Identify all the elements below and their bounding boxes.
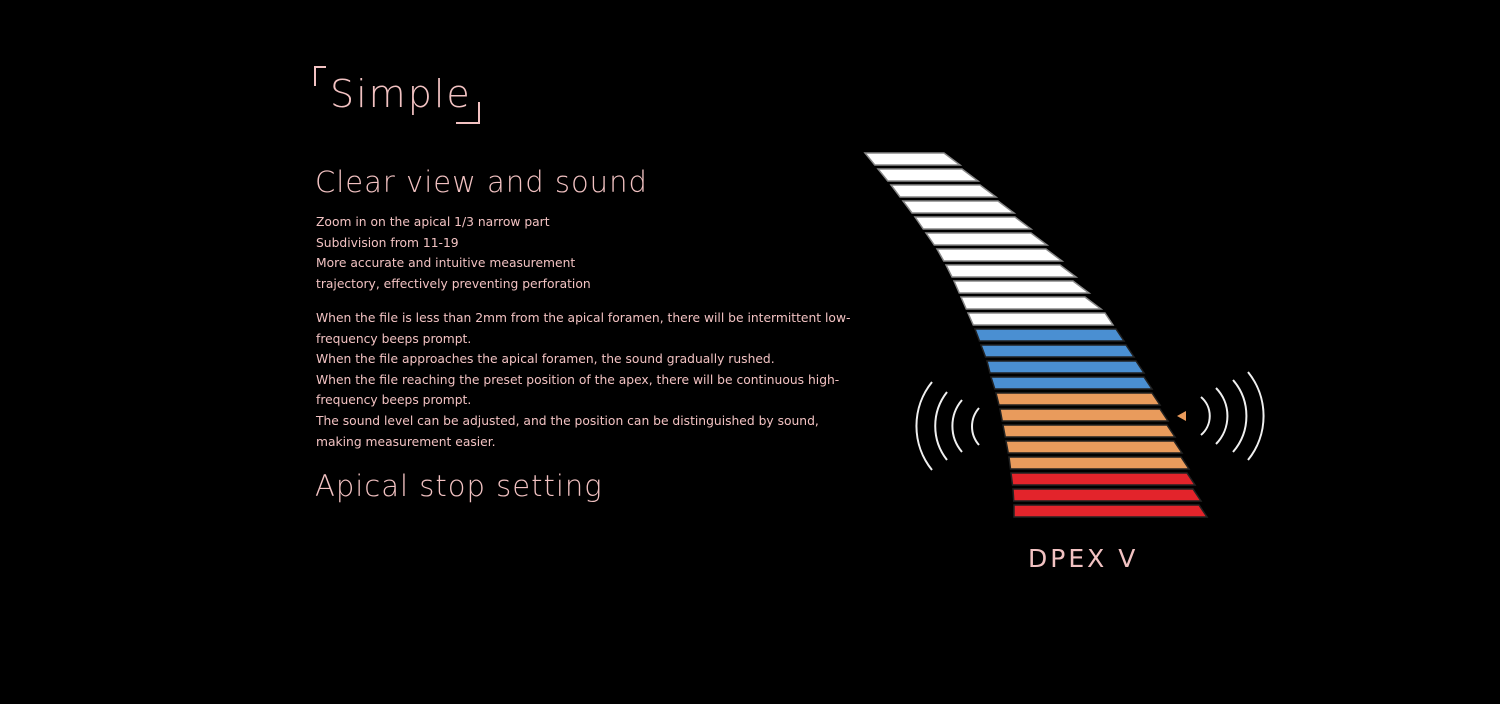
scale-bar — [944, 264, 1079, 278]
text-line: When the file is less than 2mm from the … — [316, 311, 851, 325]
paragraph-zoom: Zoom in on the apical 1/3 narrow part Su… — [316, 212, 591, 294]
scale-bar — [901, 200, 1017, 214]
section-title-frame: Simple — [314, 66, 480, 124]
scale-bar — [876, 168, 981, 182]
scale-bar — [1012, 488, 1203, 502]
text-line: Subdivision from 11-19 — [316, 235, 459, 250]
scale-bar — [989, 376, 1154, 390]
text-line: Zoom in on the apical 1/3 narrow part — [316, 215, 550, 229]
scale-bar — [1013, 504, 1209, 518]
scale-bar — [986, 360, 1146, 374]
scale-bars — [863, 152, 1209, 518]
section-title: Simple — [330, 72, 472, 116]
scale-bar — [1002, 424, 1177, 438]
sound-waves-left-icon — [915, 381, 980, 471]
scale-bar — [1008, 456, 1191, 470]
paragraph-sound: When the file is less than 2mm from the … — [316, 308, 850, 452]
scale-bar — [999, 408, 1170, 422]
product-name: DPEX V — [1028, 544, 1139, 573]
scale-bar — [913, 216, 1034, 230]
text-line: The sound level can be adjusted, and the… — [316, 413, 819, 428]
text-line: More accurate and intuitive measurement — [316, 256, 576, 271]
scale-bar — [959, 296, 1104, 310]
scale-bar — [952, 280, 1092, 294]
bracket-top-left — [314, 66, 326, 86]
scale-bar — [863, 152, 963, 166]
text-line: frequency beeps prompt. — [316, 393, 472, 408]
text-line: When the file reaching the preset positi… — [316, 372, 840, 387]
scale-bar — [979, 344, 1136, 358]
scale-bar — [995, 392, 1162, 406]
scale-bar — [966, 312, 1115, 326]
scale-bar — [1005, 440, 1184, 454]
heading-clear-view: Clear view and sound — [315, 165, 648, 199]
scale-bar — [889, 184, 999, 198]
scale-bar — [935, 248, 1065, 262]
scale-bar — [924, 232, 1050, 246]
text-line: making measurement easier. — [316, 434, 496, 449]
scale-bar — [1010, 472, 1197, 486]
sound-waves-right-icon — [1200, 371, 1265, 461]
text-line: When the file approaches the apical fora… — [316, 352, 775, 367]
heading-apical-stop: Apical stop setting — [315, 469, 603, 503]
scale-bar — [973, 328, 1126, 342]
text-line: trajectory, effectively preventing perfo… — [316, 276, 591, 291]
position-indicator-icon — [1177, 411, 1186, 421]
text-line: frequency beeps prompt. — [316, 331, 472, 346]
bracket-bottom-right — [456, 102, 480, 124]
